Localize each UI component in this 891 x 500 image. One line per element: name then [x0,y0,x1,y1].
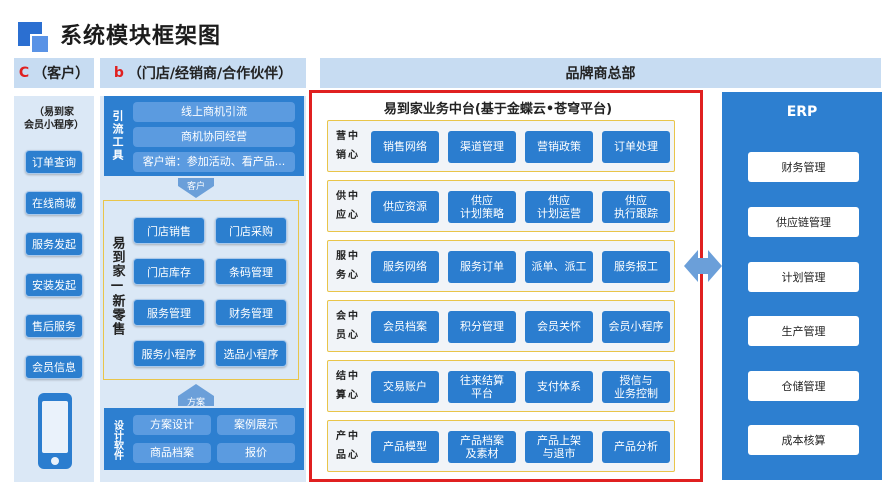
hub-row: 供中应心供应资源供应 计划策略供应 计划运营供应 执行跟踪 [327,180,675,232]
design-item-case-show[interactable]: 案例展示 [217,415,295,435]
customer-item-after-sales[interactable]: 售后服务 [25,314,83,338]
hub-module-button[interactable]: 派单、派工 [525,251,593,283]
hub-module-button[interactable]: 服务报工 [602,251,670,283]
hub-row-label: 会中员心 [336,311,358,341]
column-hq-label: 品牌商总部 [565,66,636,82]
up-arrow-icon [178,384,214,406]
customer-item-member-info[interactable]: 会员信息 [25,355,83,379]
hub-module-button[interactable]: 供应 计划策略 [448,191,516,223]
erp-item-cost[interactable]: 成本核算 [748,425,859,455]
design-item-product-file[interactable]: 商品档案 [133,443,211,463]
hub-row-label: 服中务心 [336,251,358,281]
traffic-item-online-leads[interactable]: 线上商机引流 [133,102,295,122]
traffic-item-lead-collab[interactable]: 商机协同经营 [133,127,295,147]
customer-item-online-mall[interactable]: 在线商城 [25,191,83,215]
hub-module-button[interactable]: 授信与 业务控制 [602,371,670,403]
hub-module-button[interactable]: 会员小程序 [602,311,670,343]
mobile-phone-icon [38,393,72,469]
erp-title: ERP [786,104,818,120]
column-header-c: C （客户） [14,58,94,88]
hub-row-label: 产中品心 [336,431,358,461]
column-c-label: （客户） [33,66,90,82]
column-b-label: （门店/经销商/合作伙伴） [127,66,293,82]
retail-item-store-inventory[interactable]: 门店库存 [133,258,205,285]
traffic-item-client-activity[interactable]: 客户端：参加活动、看产品... [133,152,295,172]
erp-item-planning[interactable]: 计划管理 [748,262,859,292]
customer-item-install-request[interactable]: 安装发起 [25,273,83,297]
hub-module-button[interactable]: 会员档案 [371,311,439,343]
hub-module-button[interactable]: 订单处理 [602,131,670,163]
traffic-tools-label: 引流工具 [111,110,124,162]
hub-row: 服中务心服务网络服务订单派单、派工服务报工 [327,240,675,292]
column-b-letter: b [113,65,124,81]
new-retail-label: 易到家—新零售 [109,236,125,336]
hub-title: 易到家业务中台(基于金蝶云•苍穹平台) [383,101,613,117]
title-logo-icon [18,22,50,54]
hub-module-button[interactable]: 产品上架 与退市 [525,431,593,463]
retail-item-service-miniapp[interactable]: 服务小程序 [133,340,205,367]
erp-item-warehouse[interactable]: 仓储管理 [748,371,859,401]
hub-row: 营中销心销售网络渠道管理营销政策订单处理 [327,120,675,172]
customer-item-order-query[interactable]: 订单查询 [25,150,83,174]
arrow-customer-label: 客户 [186,182,205,192]
design-item-scheme[interactable]: 方案设计 [133,415,211,435]
hub-module-button[interactable]: 供应资源 [371,191,439,223]
retail-item-store-purchase[interactable]: 门店采购 [215,217,287,244]
hub-module-button[interactable]: 销售网络 [371,131,439,163]
hub-row: 会中员心会员档案积分管理会员关怀会员小程序 [327,300,675,352]
column-header-hq: 品牌商总部 [320,58,881,88]
erp-item-supply-chain[interactable]: 供应链管理 [748,207,859,237]
double-arrow-icon [684,250,722,282]
hub-module-button[interactable]: 支付体系 [525,371,593,403]
hub-module-button[interactable]: 产品档案 及素材 [448,431,516,463]
hub-module-button[interactable]: 产品分析 [602,431,670,463]
hub-module-button[interactable]: 供应 计划运营 [525,191,593,223]
arrow-plan-label: 方案 [186,398,205,408]
customer-panel-header: （易到家 会员小程序） [24,107,84,131]
erp-item-finance[interactable]: 财务管理 [748,152,859,182]
retail-item-service-mgmt[interactable]: 服务管理 [133,299,205,326]
page-title: 系统模块框架图 [60,24,222,49]
hub-row-label: 营中销心 [336,131,358,161]
hub-module-button[interactable]: 会员关怀 [525,311,593,343]
hub-row: 产中品心产品模型产品档案 及素材产品上架 与退市产品分析 [327,420,675,472]
design-software-label: 设计软件 [111,420,123,460]
design-item-quote[interactable]: 报价 [217,443,295,463]
hub-module-button[interactable]: 服务订单 [448,251,516,283]
hub-module-button[interactable]: 营销政策 [525,131,593,163]
hub-row-label: 供中应心 [336,191,358,221]
down-arrow-icon [178,178,214,198]
hub-module-button[interactable]: 交易账户 [371,371,439,403]
column-c-letter: C [18,65,30,81]
hub-row: 结中算心交易账户往来结算 平台支付体系授信与 业务控制 [327,360,675,412]
hub-module-button[interactable]: 供应 执行跟踪 [602,191,670,223]
hub-module-button[interactable]: 渠道管理 [448,131,516,163]
retail-item-barcode[interactable]: 条码管理 [215,258,287,285]
column-header-b: b （门店/经销商/合作伙伴） [100,58,306,88]
retail-item-finance-mgmt[interactable]: 财务管理 [215,299,287,326]
hub-row-label: 结中算心 [336,371,358,401]
hub-module-button[interactable]: 产品模型 [371,431,439,463]
hub-module-button[interactable]: 服务网络 [371,251,439,283]
retail-item-store-sales[interactable]: 门店销售 [133,217,205,244]
hub-module-button[interactable]: 积分管理 [448,311,516,343]
erp-item-production[interactable]: 生产管理 [748,316,859,346]
customer-item-service-request[interactable]: 服务发起 [25,232,83,256]
hub-module-button[interactable]: 往来结算 平台 [448,371,516,403]
retail-item-selection-miniapp[interactable]: 选品小程序 [215,340,287,367]
